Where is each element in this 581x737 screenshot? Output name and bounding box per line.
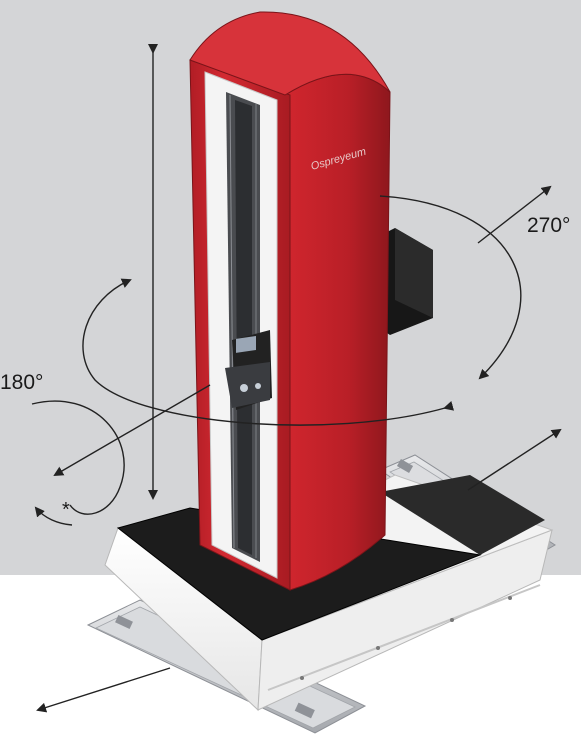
- carriage-axis-arrow: [53, 384, 211, 477]
- rotation-star-arc: [34, 506, 73, 526]
- diagonal-arrow-upper-right: [477, 185, 552, 244]
- label-star: *: [62, 499, 70, 521]
- base-mat-rear: [380, 475, 545, 555]
- scanner-column: Ospreyeum: [189, 11, 391, 591]
- label-180-degrees: 180°: [0, 371, 44, 394]
- rotation-270-arc-left: [82, 278, 455, 426]
- base-travel-arrow-back: [467, 428, 562, 491]
- label-270-degrees: 270°: [527, 214, 571, 237]
- rotation-270-arc-right: [379, 195, 522, 380]
- base-travel-arrow-front: [36, 667, 171, 713]
- rotation-180-arc: [31, 400, 125, 515]
